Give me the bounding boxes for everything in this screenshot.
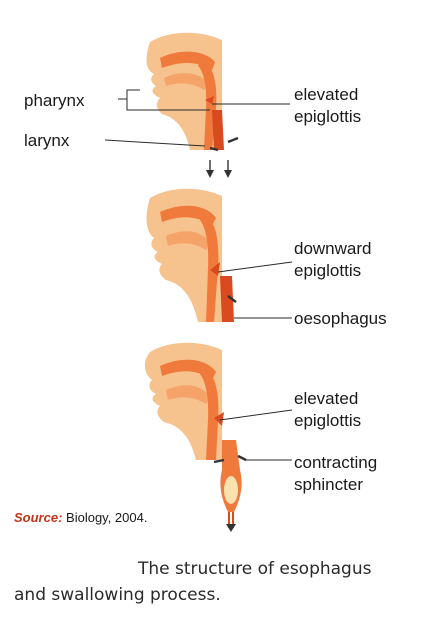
caption-line-2: and swallowing process. (14, 585, 221, 605)
downward-epiglottis-leader (217, 261, 293, 273)
label-elevated-1: elevated (294, 85, 359, 104)
head-panel-2 (146, 188, 293, 322)
source-label: Source: (14, 510, 63, 525)
head-panel-1 (104, 32, 290, 178)
label-downward: downward (294, 239, 372, 258)
source-value: Biology, 2004. (66, 510, 148, 525)
label-larynx: larynx (24, 131, 70, 150)
label-epiglottis-3: epiglottis (294, 411, 362, 430)
label-epiglottis-1: epiglottis (294, 107, 362, 126)
head-panel-3 (144, 342, 293, 532)
label-pharynx: pharynx (24, 91, 85, 110)
caption-line-1: The structure of esophagus (138, 559, 372, 579)
larynx-leader (104, 139, 206, 147)
label-epiglottis-2: epiglottis (294, 261, 362, 280)
label-oesophagus: oesophagus (294, 309, 387, 328)
label-contracting: contracting (294, 453, 378, 472)
pharynx-leader (118, 98, 210, 111)
source-line: Source: Biology, 2004. (14, 510, 147, 525)
label-sphincter: sphincter (294, 475, 363, 494)
elevated-epiglottis-leader-3 (219, 409, 293, 421)
label-elevated-3: elevated (294, 389, 359, 408)
